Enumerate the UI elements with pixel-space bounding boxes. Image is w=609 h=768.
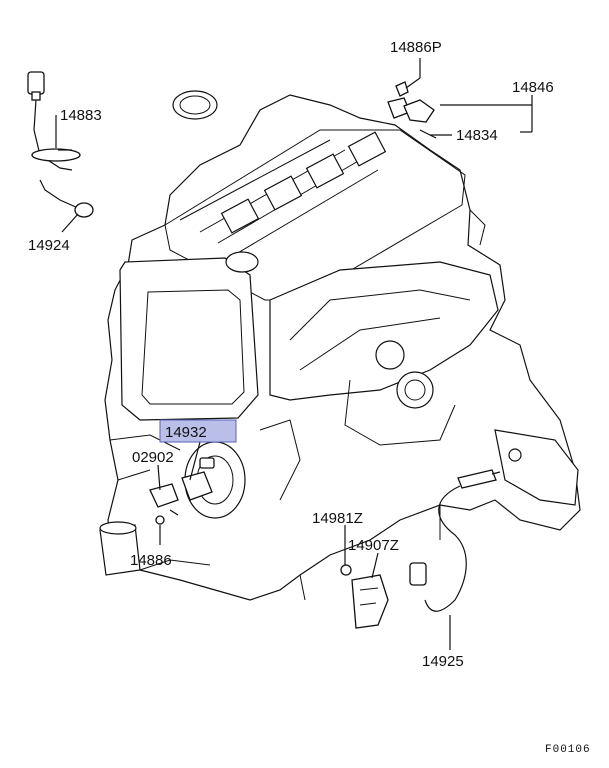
part-14907Z-bracket-drawing — [340, 564, 389, 629]
label-14886P[interactable]: 14886P — [390, 39, 442, 56]
label-14886[interactable]: 14886 — [130, 552, 172, 569]
ignition-coils-drawing — [220, 131, 387, 234]
figure-code: F00106 — [545, 744, 591, 756]
label-02902[interactable]: 02902 — [132, 449, 174, 466]
label-14981Z[interactable]: 14981Z — [312, 510, 363, 527]
label-14932[interactable]: 14932 — [165, 424, 207, 441]
label-14883[interactable]: 14883 — [60, 107, 102, 124]
part-14932-sensor-drawing — [149, 457, 215, 525]
engine-block-drawing — [99, 90, 581, 601]
part-14883-harness-drawing — [27, 71, 94, 218]
label-14907Z[interactable]: 14907Z — [348, 537, 399, 554]
part-14925-o2-sensor-drawing — [409, 469, 501, 612]
part-14846-sensor-drawing — [387, 81, 437, 139]
label-14925[interactable]: 14925 — [422, 653, 464, 670]
highlight-box-14932 — [159, 419, 237, 443]
label-14834[interactable]: 14834 — [456, 127, 498, 144]
leader-lines — [55, 58, 533, 650]
label-14846[interactable]: 14846 — [512, 79, 554, 96]
label-14924[interactable]: 14924 — [28, 237, 70, 254]
